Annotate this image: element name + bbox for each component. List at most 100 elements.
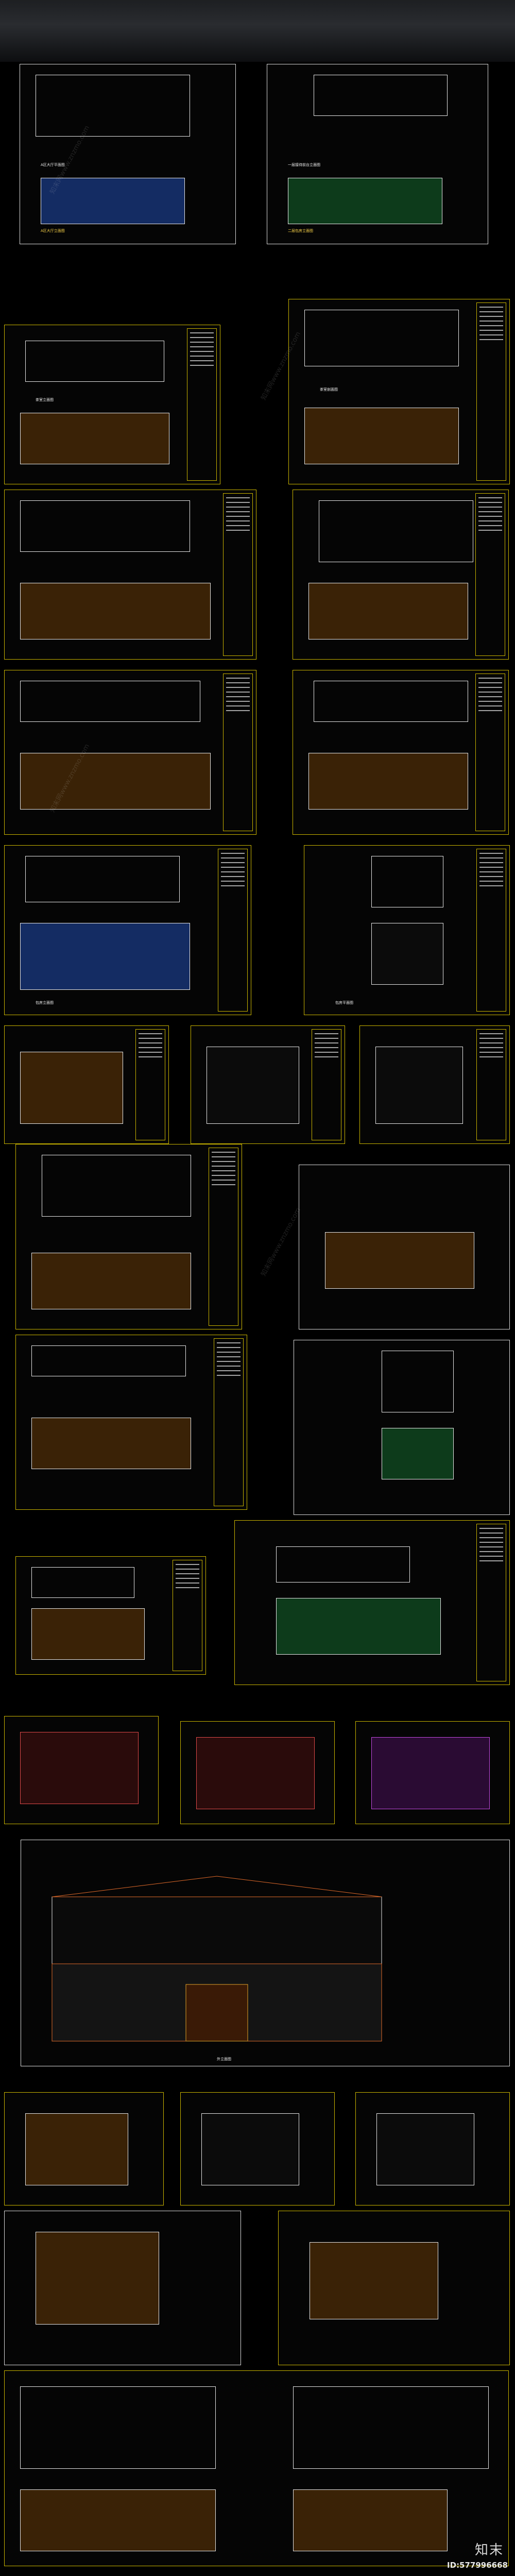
drawing-sheet-21[interactable] [180,2092,335,2205]
title-block [135,1029,165,1140]
elevation-view [20,1052,123,1124]
facade-title: 外立面图 [217,2057,231,2061]
title-block [223,674,253,831]
elevation-view [20,753,211,810]
drawing-sheet-8[interactable] [293,670,509,835]
drawing-sheet-18[interactable] [234,1520,510,1685]
sheet-subtitle: 二层包房立面图 [288,229,313,233]
colored-plan-3[interactable] [355,1721,510,1824]
floor-plan [42,1155,191,1217]
elevation-view [371,923,443,985]
title-block [218,849,248,1012]
title-block [476,1029,506,1140]
elevation-view [382,1428,454,1479]
header-photo-banner [0,0,515,62]
drawing-sheet-20[interactable] [4,2092,164,2205]
drawing-sheet-24[interactable] [278,2211,510,2365]
drawing-sheet-17[interactable] [294,1340,510,1515]
elevation-view [20,413,169,464]
title-block [187,328,217,481]
drawing-sheet-1[interactable]: A区大厅平面图 A区大厅立面图 [20,64,236,244]
elevation-view [41,178,185,224]
elevation-view [20,583,211,639]
site-logo: 知末 [474,2543,504,2558]
sheet-title: 一层接待前台立面图 [288,163,320,167]
floor-plan [31,1567,134,1598]
title-block [209,1148,238,1326]
floor-plan [276,1546,410,1582]
floor-plan [20,500,190,552]
title-block [312,1029,341,1140]
elevation-view [31,1418,191,1469]
elevation-view [201,2113,299,2185]
elevation-view [308,583,468,639]
elevation-view [20,2489,216,2551]
floor-plan [20,681,200,722]
drawing-sheet-25[interactable] [4,2370,509,2566]
drawing-sheet-12[interactable] [191,1025,345,1144]
facade-elevation [52,1876,382,2042]
elevation-view [288,178,442,224]
drawing-sheet-19[interactable] [15,1556,206,1675]
colored-plan-1[interactable] [4,1716,159,1824]
colored-plan-2[interactable] [180,1721,335,1824]
drawing-sheet-5[interactable] [4,490,256,660]
drawing-sheet-13[interactable] [359,1025,510,1144]
drawing-sheet-6[interactable] [293,490,509,660]
title-block [476,1524,506,1681]
sheet-title: 包房立面图 [36,1001,54,1005]
floor-plan [25,856,180,902]
drawing-sheet-23[interactable] [4,2211,241,2365]
drawing-sheet-9[interactable]: 包房立面图 [4,845,251,1015]
watermark: 知末网www.znzmo.com [260,1206,303,1278]
floor-plan [196,1737,315,1809]
floor-plan [371,1737,490,1809]
elevation-view [36,2232,159,2325]
drawing-sheet-10[interactable]: 包房平面图 [304,845,510,1015]
elevation-view [375,1047,463,1124]
floor-plan [314,75,448,116]
elevation-view [308,753,468,810]
floor-plan [20,2386,216,2469]
drawing-sheet-11[interactable] [4,1025,169,1144]
drawing-sheet-7[interactable] [4,670,256,835]
title-block [214,1338,244,1506]
title-block [476,849,506,1012]
floor-plan [314,681,468,722]
floor-plan [36,75,190,137]
sheet-title: 茶室剖面图 [320,388,338,392]
sheet-title: 包房平面图 [335,1001,353,1005]
resource-id: ID:577996668 [447,2561,508,2570]
floor-plan [319,500,473,562]
elevation-view [325,1232,474,1289]
title-block [476,302,506,481]
drawing-sheet-4[interactable]: 茶室剖面图 [288,299,510,484]
elevation-view [376,2113,474,2185]
sheet-title: A区大厅平面图 [41,163,65,167]
title-block [475,493,505,656]
title-block [475,674,505,831]
elevation-view [207,1047,299,1124]
drawing-sheet-16[interactable] [15,1335,247,1510]
elevation-view [276,1598,441,1655]
floor-plan [31,1345,186,1376]
floor-plan [371,856,443,907]
drawing-sheet-3[interactable]: 茶室立面图 [4,325,220,484]
floor-plan [25,341,164,382]
sheet-title: 茶室立面图 [36,398,54,402]
floor-plan [20,1732,139,1804]
floor-plan [293,2386,489,2469]
drawing-sheet-14[interactable] [15,1144,242,1329]
title-block [223,493,253,656]
drawing-sheet-15[interactable] [299,1165,510,1329]
sheet-subtitle: A区大厅立面图 [41,229,65,233]
floor-plan [382,1351,454,1412]
elevation-view [310,2242,438,2319]
facade-sheet[interactable]: 外立面图 [21,1840,510,2066]
elevation-view [20,923,190,990]
title-block [173,1560,202,1671]
elevation-view [304,408,459,464]
elevation-view [31,1608,145,1660]
drawing-sheet-2[interactable]: 一层接待前台立面图 二层包房立面图 [267,64,488,244]
drawing-sheet-22[interactable] [355,2092,510,2205]
